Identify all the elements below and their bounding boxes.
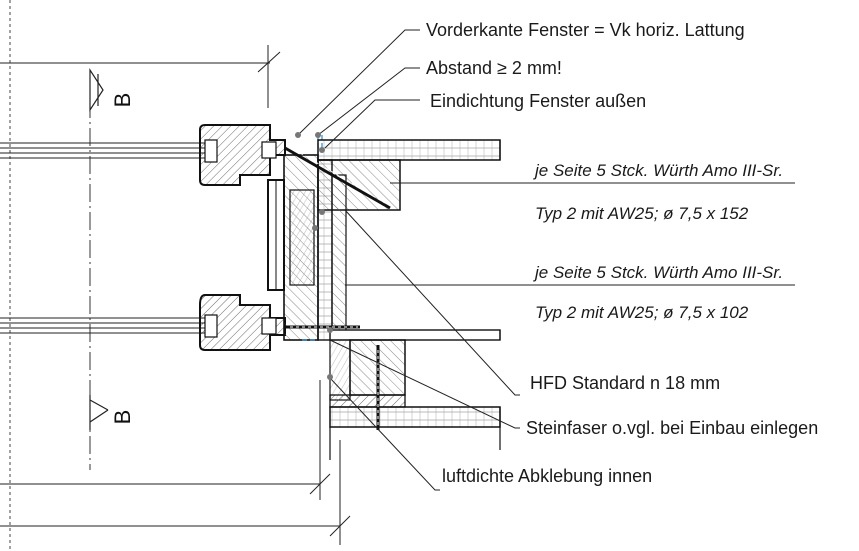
section-label-bottom: B (110, 410, 135, 425)
label-screw-top-1: je Seite 5 Stck. Würth Amo III-Sr. (533, 161, 783, 180)
label-abstand: Abstand ≥ 2 mm! (426, 58, 562, 78)
label-screw-top-2: Typ 2 mit AW25; ø 7,5 x 152 (535, 204, 749, 223)
window-frame-top (199, 124, 286, 186)
glazing-top (0, 142, 205, 159)
window-frame-bottom (199, 294, 286, 351)
section-marker-top: B (89, 67, 135, 113)
screw-top (284, 146, 391, 210)
label-screw-bottom-1: je Seite 5 Stck. Würth Amo III-Sr. (533, 263, 783, 282)
leader-dots (295, 132, 333, 380)
label-eindichtung: Eindichtung Fenster außen (430, 91, 646, 111)
wall-structure (317, 139, 501, 460)
label-hfd: HFD Standard n 18 mm (530, 373, 720, 393)
label-steinfaser: Steinfaser o.vgl. bei Einbau einlegen (526, 418, 818, 438)
glazing-bottom (0, 317, 205, 334)
leader-lines (297, 29, 795, 491)
label-screw-bottom-2: Typ 2 mit AW25; ø 7,5 x 102 (535, 303, 749, 322)
section-marker-bottom: B (89, 395, 135, 430)
section-label-top: B (110, 93, 135, 108)
label-abklebung: luftdichte Abklebung innen (442, 466, 652, 486)
window-jamb (267, 154, 319, 341)
dimension-lines (0, 45, 351, 545)
label-vorderkante: Vorderkante Fenster = Vk horiz. Lattung (426, 20, 745, 40)
